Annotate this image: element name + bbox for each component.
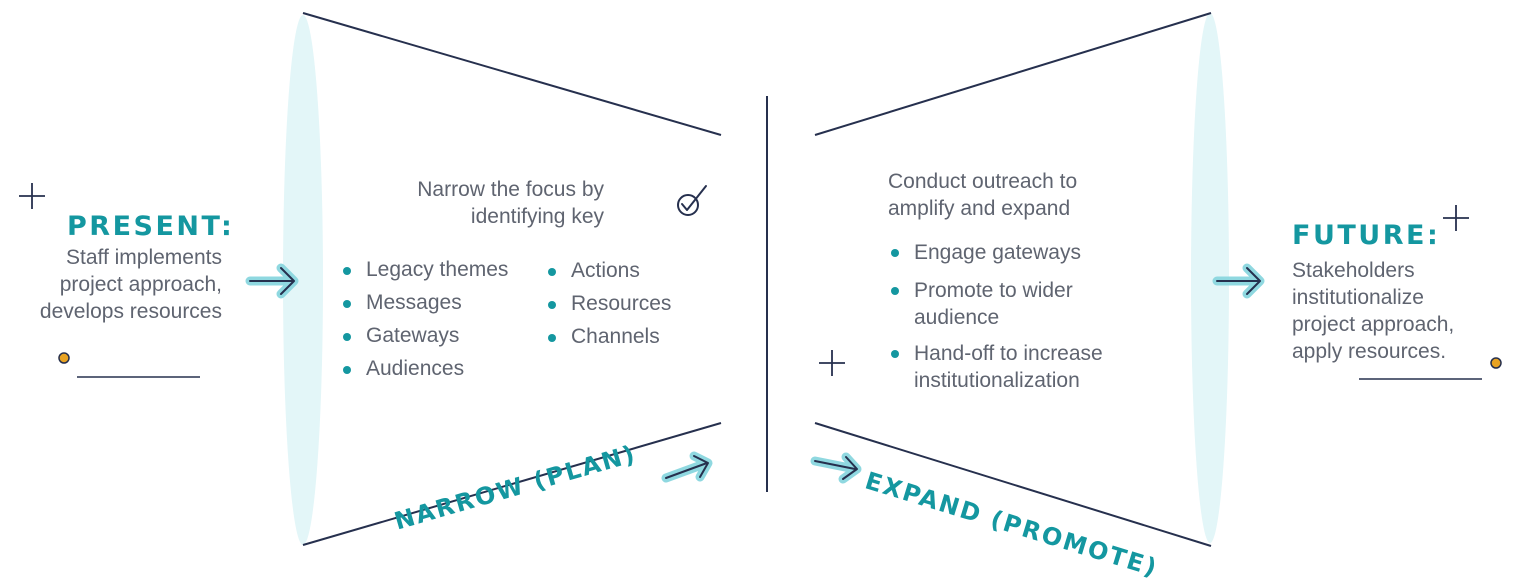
- present-heading: PRESENT:: [67, 211, 235, 242]
- narrow-list-col1: Legacy themes Messages Gateways Audience…: [341, 256, 508, 388]
- list-item: Actions: [546, 257, 671, 290]
- list-item-line: institutionalization: [914, 369, 1080, 392]
- dot-icon: [58, 352, 70, 364]
- expand-list: Engage gateways Promote to wider audience…: [889, 239, 1103, 405]
- plus-icon: [19, 183, 45, 209]
- narrow-intro-line: identifying key: [470, 205, 604, 228]
- right-lens-shape: [1191, 13, 1229, 543]
- arrow-right-icon: [1212, 263, 1265, 299]
- left-lens-shape: [283, 15, 323, 545]
- list-item-line: audience: [914, 306, 1000, 329]
- future-text: Stakeholders institutionalize project ap…: [1292, 257, 1454, 365]
- present-line: project approach,: [59, 273, 222, 296]
- list-item: Channels: [546, 323, 671, 356]
- list-item: Audiences: [341, 355, 508, 388]
- expand-top-line: [814, 12, 1212, 136]
- list-item: Promote to wider audience: [889, 277, 1103, 331]
- list-item: Engage gateways: [889, 239, 1103, 266]
- plus-icon: [1443, 205, 1469, 231]
- arrow-right-icon: [661, 451, 713, 483]
- list-item-line: Hand-off to increase: [914, 342, 1103, 365]
- narrow-top-line: [302, 12, 722, 136]
- narrow-intro-line: Narrow the focus by: [417, 178, 604, 201]
- arrow-right-icon: [810, 452, 862, 484]
- future-heading: FUTURE:: [1292, 220, 1441, 251]
- dot-icon: [1490, 357, 1502, 369]
- list-item-line: Promote to wider: [914, 279, 1073, 302]
- future-line: Stakeholders: [1292, 259, 1415, 282]
- plus-icon: [819, 350, 845, 376]
- future-line: institutionalize: [1292, 286, 1424, 309]
- list-item: Resources: [546, 290, 671, 323]
- narrow-list-col2: Actions Resources Channels: [546, 257, 671, 356]
- present-line: Staff implements: [65, 246, 222, 269]
- future-line: apply resources.: [1292, 340, 1447, 363]
- present-text: Staff implements project approach, devel…: [0, 244, 222, 325]
- expand-intro: Conduct outreach to amplify and expand: [888, 168, 1077, 222]
- list-item: Gateways: [341, 322, 508, 355]
- future-line: project approach,: [1292, 313, 1455, 336]
- checkmark-icon: [677, 185, 707, 216]
- expand-intro-line: amplify and expand: [888, 197, 1071, 220]
- narrow-intro: Narrow the focus by identifying key: [360, 176, 604, 230]
- present-line: develops resources: [39, 300, 222, 323]
- list-item: Legacy themes: [341, 256, 508, 289]
- narrow-bottom-line: [302, 422, 722, 546]
- expand-intro-line: Conduct outreach to: [888, 170, 1078, 193]
- list-item-line: Engage gateways: [914, 241, 1081, 264]
- arrow-right-icon: [245, 263, 299, 299]
- list-item: Messages: [341, 289, 508, 322]
- list-item: Hand-off to increase institutionalization: [889, 340, 1103, 394]
- expand-bottom-line: [814, 422, 1212, 547]
